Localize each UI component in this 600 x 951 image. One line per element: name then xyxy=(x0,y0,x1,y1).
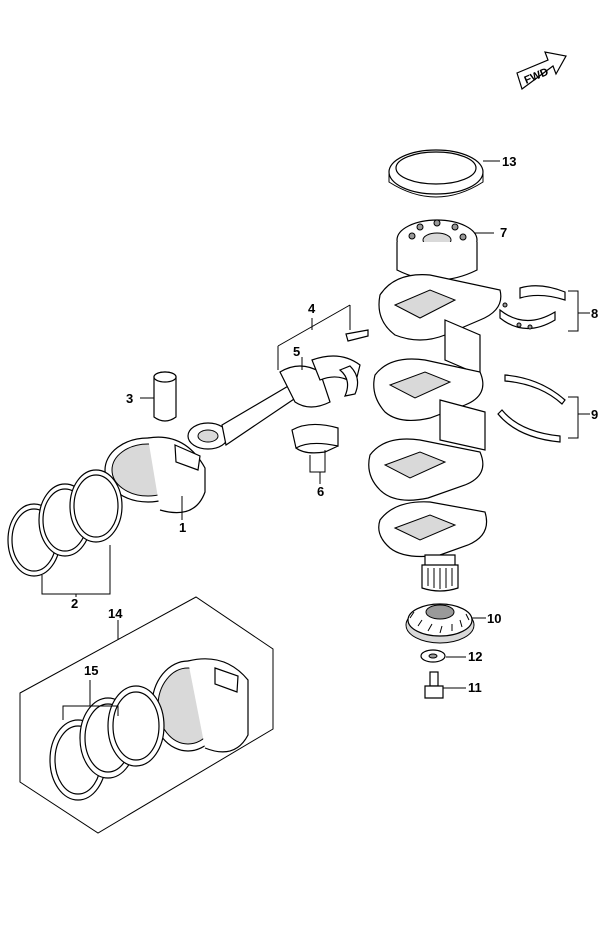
callout-6: 6 xyxy=(317,484,324,499)
callout-10: 10 xyxy=(487,611,501,626)
callout-2: 2 xyxy=(71,596,78,611)
callout-1: 1 xyxy=(179,520,186,535)
callout-4: 4 xyxy=(308,301,316,316)
fwd-direction-marker: FWD xyxy=(516,51,567,90)
part-8-main-bearings xyxy=(499,285,590,332)
part-11-bolt xyxy=(424,671,466,699)
callout-15: 15 xyxy=(84,663,98,678)
part-12-washer xyxy=(420,649,466,663)
callout-5: 5 xyxy=(293,344,300,359)
part-3-piston-pin xyxy=(140,371,177,422)
callout-13: 13 xyxy=(502,154,516,169)
forward-arrow-icon xyxy=(516,51,567,90)
part-7-crankshaft xyxy=(368,219,502,592)
callout-12: 12 xyxy=(468,649,482,664)
part-1-piston xyxy=(104,436,206,520)
part-15-ring-set xyxy=(49,680,165,801)
part-13-seal xyxy=(388,149,500,198)
callout-14: 14 xyxy=(108,606,123,621)
part-4-connecting-rod xyxy=(187,304,369,450)
callout-8: 8 xyxy=(591,306,598,321)
part-2-piston-rings xyxy=(7,469,123,597)
part-9-thrust-washers xyxy=(497,374,590,443)
callout-9: 9 xyxy=(591,407,598,422)
callout-7: 7 xyxy=(500,225,507,240)
callout-3: 3 xyxy=(126,391,133,406)
part-6-conrod-bearing xyxy=(291,423,339,484)
part-10-crank-gear xyxy=(405,603,486,644)
part-14-piston-set xyxy=(19,596,274,834)
callout-11: 11 xyxy=(468,680,482,695)
